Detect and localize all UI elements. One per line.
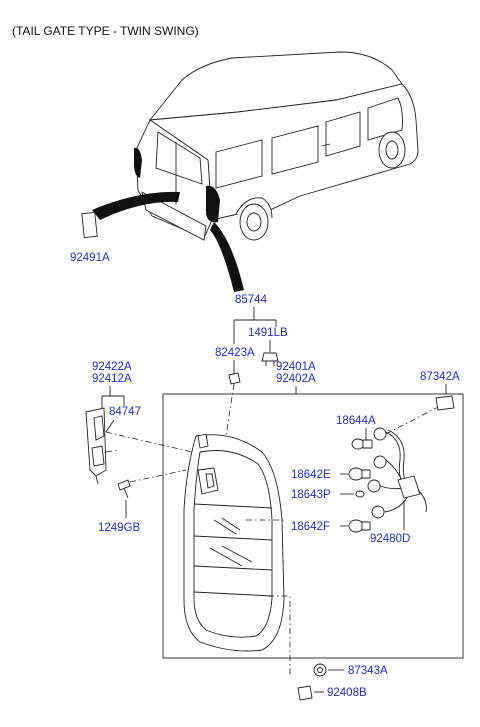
grommet-87342a (435, 395, 455, 411)
label-92412a: 92412A (92, 373, 132, 385)
bulb-18644a (351, 427, 387, 450)
dashline-87343a (268, 595, 291, 678)
label-18643p: 18643P (291, 489, 331, 501)
label-1249gb: 1249GB (98, 522, 141, 534)
leader-84747 (105, 419, 115, 433)
leader-85744 (233, 307, 277, 344)
clip-1491lb (261, 352, 279, 366)
label-92401a: 92401A (276, 361, 316, 373)
pointer-sweep-right (210, 222, 244, 292)
label-84747: 84747 (109, 406, 141, 418)
label-92408b: 92408B (327, 687, 367, 699)
tail-lamp-housing (183, 433, 285, 652)
leader-92422a (101, 386, 125, 412)
clip-82423a (228, 372, 241, 385)
pointer-sweep-left (92, 191, 180, 220)
wiring-harness-92480d (379, 429, 427, 513)
label-92491a: 92491A (70, 252, 110, 264)
label-92402a: 92402A (276, 373, 316, 385)
label-18644a: 18644A (336, 415, 376, 427)
label-1491lb: 1491LB (248, 327, 288, 339)
diagram-title: (TAIL GATE TYPE - TWIN SWING) (12, 24, 199, 38)
label-87342a: 87342A (420, 371, 460, 383)
lamp-assembly-frame (162, 393, 464, 659)
van-illustration (134, 51, 419, 241)
label-85744: 85744 (235, 294, 268, 306)
label-92422a: 92422A (92, 361, 132, 373)
label-18642e: 18642E (291, 469, 331, 481)
label-82423a: 82423A (215, 347, 255, 359)
bulb-18643p (355, 479, 381, 498)
screw-1249gb (117, 479, 131, 499)
pad-92408b (297, 685, 313, 701)
label-92480d: 92480D (370, 533, 410, 545)
label-18642f: 18642F (291, 521, 330, 533)
dashline-82423a (225, 383, 235, 470)
nut-87343a (313, 663, 327, 677)
dashline-87342a (385, 403, 445, 435)
dashline-bracket-2 (105, 449, 119, 453)
bracket-92422a (85, 407, 107, 485)
bulb-18642e (348, 455, 387, 481)
dashline-bracket-1 (105, 431, 193, 453)
dashline-screw (129, 469, 187, 483)
bulb-18642f (348, 505, 385, 533)
label-87343a: 87343A (348, 665, 388, 677)
label-card-92491a (81, 211, 98, 239)
